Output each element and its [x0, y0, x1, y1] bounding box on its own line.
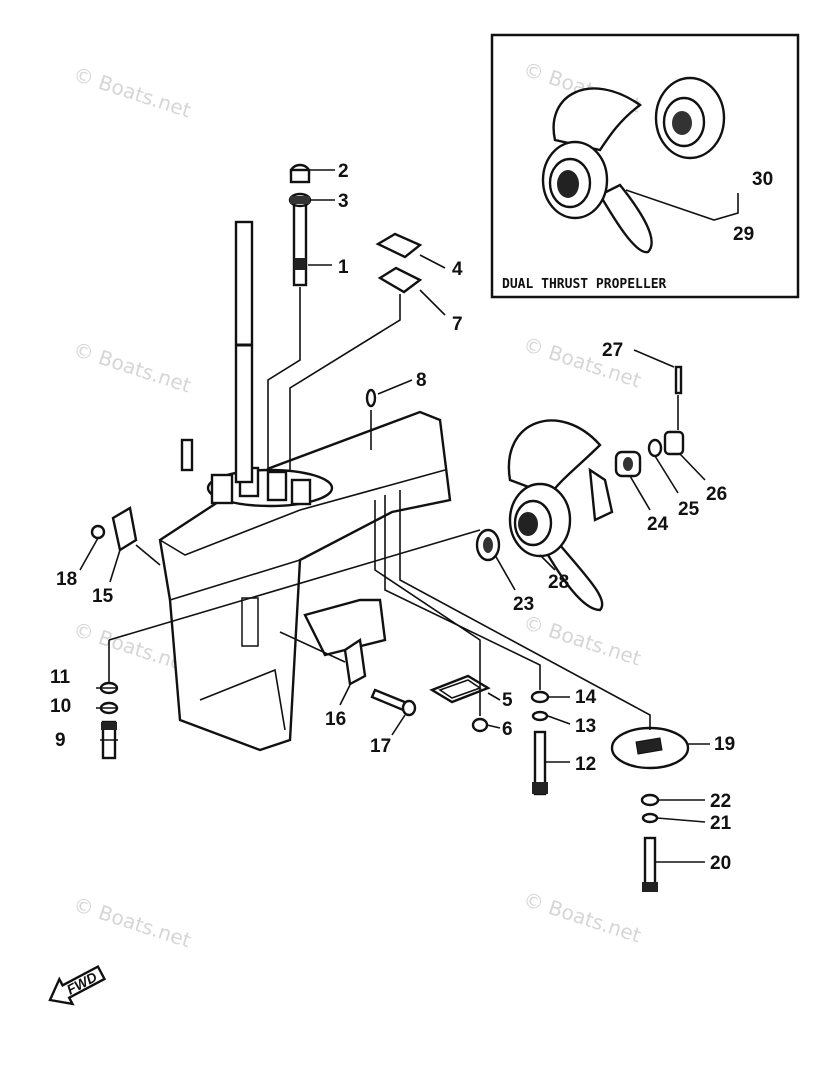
- callout-2: 2: [338, 161, 349, 182]
- callout-7: 7: [452, 314, 463, 335]
- callout-9: 9: [55, 730, 66, 751]
- watermark: © Boats.net: [520, 610, 644, 671]
- watermark: © Boats.net: [520, 332, 644, 393]
- propeller-hardware: [475, 365, 685, 562]
- anode-16-bolt-17: [279, 631, 417, 717]
- callout-19: 19: [714, 734, 735, 755]
- o-ring-8: [365, 388, 377, 450]
- drive-shaft: [234, 220, 254, 484]
- callout-16: 16: [325, 709, 346, 730]
- callout-30: 30: [752, 169, 773, 190]
- callout-17: 17: [370, 736, 391, 757]
- callout-25: 25: [678, 499, 700, 520]
- fwd-arrow: FWD: [48, 964, 107, 1006]
- lower-unit-casing: [158, 410, 452, 752]
- watermark: © Boats.net: [520, 887, 644, 948]
- fwd-label: FWD: [64, 969, 100, 998]
- watermark: © Boats.net: [70, 62, 194, 123]
- callout-8: 8: [416, 370, 427, 391]
- callout-22: 22: [710, 791, 731, 812]
- callout-13: 13: [575, 716, 596, 737]
- callout-11: 11: [50, 667, 71, 688]
- callout-27: 27: [602, 340, 623, 361]
- callout-4: 4: [452, 259, 463, 280]
- inset-dual-thrust-propeller: DUAL THRUST PROPELLER: [490, 33, 800, 299]
- shift-rod: [267, 163, 312, 470]
- callout-28: 28: [548, 572, 569, 593]
- callout-26: 26: [706, 484, 727, 505]
- callout-labels: 2 3 1 4 7 8 27 30 29 26 25 24 28 23 18 1…: [50, 161, 773, 874]
- callout-3: 3: [338, 191, 349, 212]
- leader-lines: [79, 169, 710, 863]
- watermark: © Boats.net: [70, 892, 194, 953]
- inset-title: DUAL THRUST PROPELLER: [502, 277, 667, 292]
- propeller: [507, 419, 614, 612]
- anode-pads: [289, 232, 423, 470]
- watermark: © Boats.net: [70, 337, 194, 398]
- trim-tab-assembly: [90, 506, 161, 566]
- callout-12: 12: [575, 754, 596, 775]
- callout-1: 1: [338, 257, 349, 278]
- callout-10: 10: [50, 696, 71, 717]
- callout-15: 15: [92, 586, 114, 607]
- callout-6: 6: [502, 719, 513, 740]
- callout-24: 24: [647, 514, 669, 535]
- callout-14: 14: [575, 687, 597, 708]
- cover-plate-5-6: [374, 500, 491, 733]
- callout-20: 20: [710, 853, 731, 874]
- callout-5: 5: [502, 690, 513, 711]
- callout-21: 21: [710, 813, 732, 834]
- callout-18: 18: [56, 569, 77, 590]
- callout-29: 29: [733, 224, 754, 245]
- callout-23: 23: [513, 594, 534, 615]
